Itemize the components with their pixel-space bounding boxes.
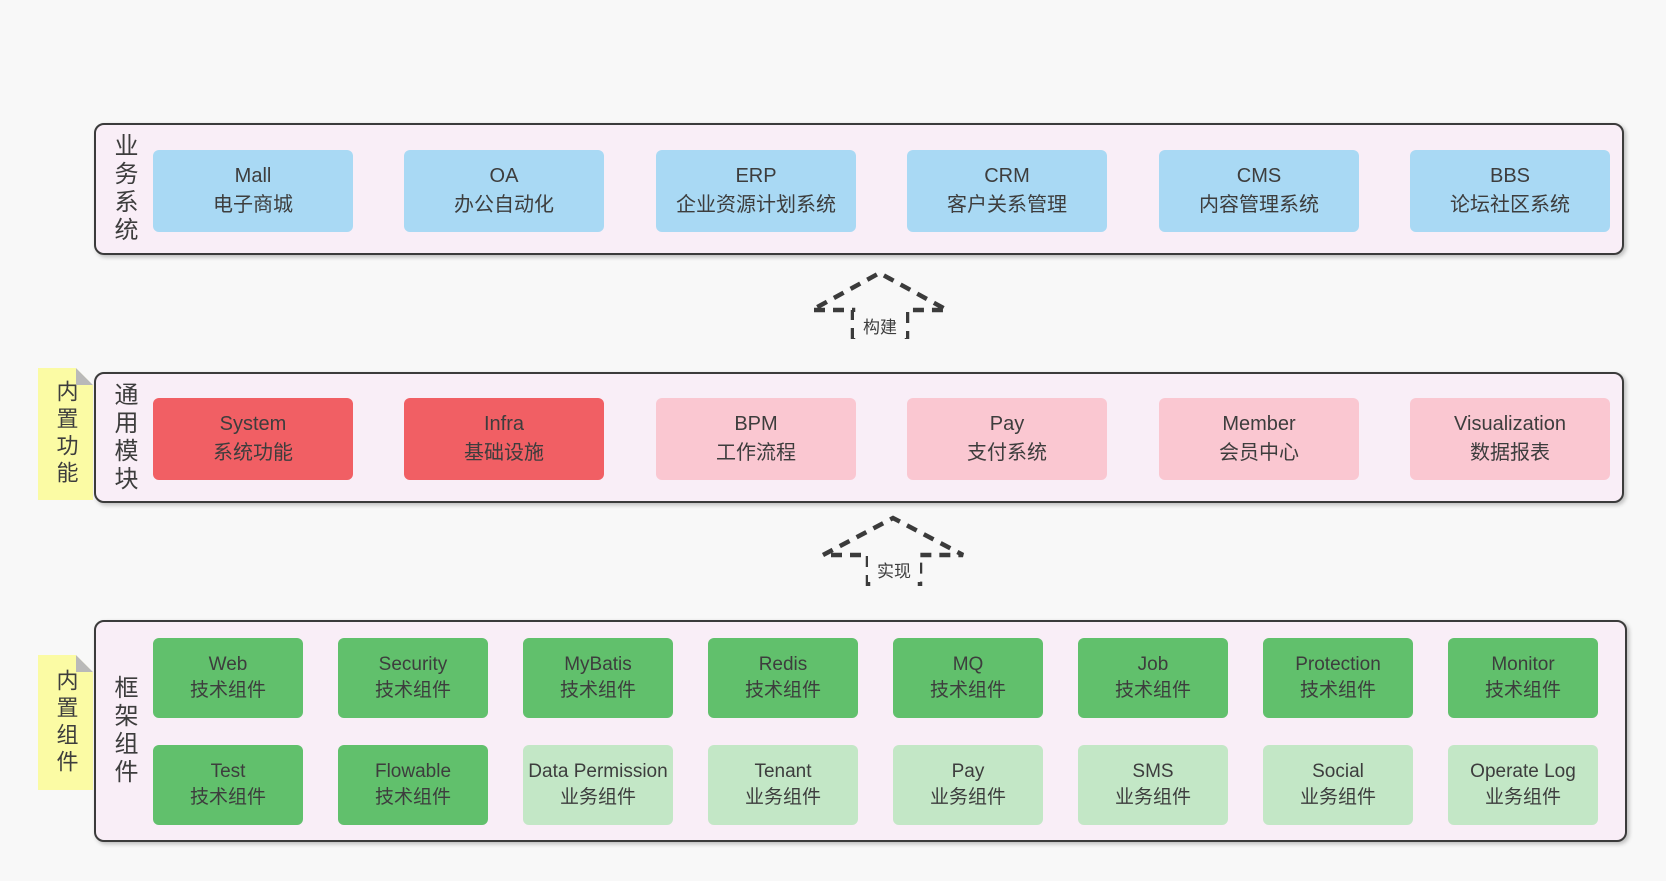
box-title: Mall bbox=[234, 165, 272, 187]
box-title: Social bbox=[1312, 761, 1364, 782]
box-subtitle: 业务组件 bbox=[929, 787, 1006, 808]
box-crm: CRM 客户关系管理 bbox=[907, 150, 1107, 232]
box-cms: CMS 内容管理系统 bbox=[1159, 150, 1359, 232]
section-label: 业务系统 bbox=[110, 133, 137, 245]
box-subtitle: 业务组件 bbox=[1484, 787, 1561, 808]
box-pay: Pay 支付系统 bbox=[907, 398, 1107, 480]
box-subtitle: 技术组件 bbox=[1299, 680, 1376, 701]
box-subtitle: 客户关系管理 bbox=[947, 194, 1067, 216]
box-subtitle: 业务组件 bbox=[1114, 787, 1191, 808]
box-subtitle: 技术组件 bbox=[744, 680, 821, 701]
box-subtitle: 内容管理系统 bbox=[1199, 194, 1319, 216]
box-title: Member bbox=[1222, 413, 1296, 435]
box-visualization: Visualization 数据报表 bbox=[1410, 398, 1610, 480]
box-subtitle: 业务组件 bbox=[559, 787, 636, 808]
arrow-label: 实现 bbox=[868, 556, 920, 582]
box-mall: Mall 电子商城 bbox=[153, 150, 353, 232]
box-title: Operate Log bbox=[1470, 761, 1576, 782]
box-operate-log: Operate Log 业务组件 bbox=[1448, 745, 1598, 825]
sticky-note-builtin-features: 内置功能 bbox=[38, 368, 93, 500]
box-title: Tenant bbox=[754, 761, 812, 782]
box-subtitle: 技术组件 bbox=[189, 680, 266, 701]
box-subtitle: 技术组件 bbox=[374, 787, 451, 808]
box-subtitle: 办公自动化 bbox=[454, 194, 554, 216]
box-subtitle: 技术组件 bbox=[559, 680, 636, 701]
box-mybatis: MyBatis 技术组件 bbox=[523, 638, 673, 718]
arrow-build-icon bbox=[810, 270, 949, 339]
box-pay-business: Pay 业务组件 bbox=[893, 745, 1043, 825]
box-title: Infra bbox=[483, 413, 525, 435]
box-subtitle: 电子商城 bbox=[213, 194, 293, 216]
box-subtitle: 会员中心 bbox=[1219, 442, 1299, 464]
sticky-note-builtin-components: 内置组件 bbox=[38, 655, 93, 790]
box-title: Protection bbox=[1295, 654, 1381, 675]
box-redis: Redis 技术组件 bbox=[708, 638, 858, 718]
box-title: System bbox=[219, 413, 287, 435]
section-label: 框架组件 bbox=[110, 675, 137, 787]
box-job: Job 技术组件 bbox=[1078, 638, 1228, 718]
section-label: 通用模块 bbox=[110, 381, 137, 494]
box-title: BBS bbox=[1489, 165, 1531, 187]
box-security: Security 技术组件 bbox=[338, 638, 488, 718]
box-title: SMS bbox=[1132, 761, 1174, 782]
box-social: Social 业务组件 bbox=[1263, 745, 1413, 825]
box-tenant: Tenant 业务组件 bbox=[708, 745, 858, 825]
box-bbs: BBS 论坛社区系统 bbox=[1410, 150, 1610, 232]
box-subtitle: 论坛社区系统 bbox=[1450, 194, 1570, 216]
box-title: CRM bbox=[984, 165, 1030, 187]
arrow-implement-icon bbox=[821, 515, 965, 586]
box-title: Test bbox=[210, 761, 246, 782]
box-subtitle: 数据报表 bbox=[1470, 442, 1550, 464]
box-title: MQ bbox=[952, 654, 984, 675]
box-title: Redis bbox=[758, 654, 808, 675]
box-subtitle: 业务组件 bbox=[744, 787, 821, 808]
box-subtitle: 支付系统 bbox=[967, 442, 1047, 464]
box-subtitle: 业务组件 bbox=[1299, 787, 1376, 808]
box-flowable: Flowable 技术组件 bbox=[338, 745, 488, 825]
box-title: Data Permission bbox=[528, 761, 668, 782]
box-title: MyBatis bbox=[564, 654, 632, 675]
box-subtitle: 技术组件 bbox=[374, 680, 451, 701]
box-protection: Protection 技术组件 bbox=[1263, 638, 1413, 718]
box-subtitle: 技术组件 bbox=[929, 680, 1006, 701]
box-subtitle: 基础设施 bbox=[464, 442, 544, 464]
box-title: Flowable bbox=[374, 761, 452, 782]
box-system: System 系统功能 bbox=[153, 398, 353, 480]
box-title: Security bbox=[378, 654, 448, 675]
box-subtitle: 技术组件 bbox=[189, 787, 266, 808]
box-subtitle: 技术组件 bbox=[1114, 680, 1191, 701]
box-title: ERP bbox=[735, 165, 777, 187]
box-subtitle: 企业资源计划系统 bbox=[676, 194, 836, 216]
box-title: Monitor bbox=[1491, 654, 1555, 675]
box-web: Web 技术组件 bbox=[153, 638, 303, 718]
box-title: Pay bbox=[951, 761, 985, 782]
box-title: CMS bbox=[1236, 165, 1282, 187]
section-common-modules: 通用模块 bbox=[94, 372, 1624, 503]
box-oa: OA 办公自动化 bbox=[404, 150, 604, 232]
box-title: Job bbox=[1137, 654, 1169, 675]
box-sms: SMS 业务组件 bbox=[1078, 745, 1228, 825]
box-data-permission: Data Permission 业务组件 bbox=[523, 745, 673, 825]
sticky-note-text: 内置组件 bbox=[53, 668, 79, 777]
box-title: Visualization bbox=[1454, 413, 1566, 435]
arrow-label: 构建 bbox=[854, 312, 906, 338]
box-monitor: Monitor 技术组件 bbox=[1448, 638, 1598, 718]
box-subtitle: 系统功能 bbox=[213, 442, 293, 464]
box-bpm: BPM 工作流程 bbox=[656, 398, 856, 480]
box-subtitle: 技术组件 bbox=[1484, 680, 1561, 701]
box-mq: MQ 技术组件 bbox=[893, 638, 1043, 718]
box-title: BPM bbox=[734, 413, 778, 435]
box-test: Test 技术组件 bbox=[153, 745, 303, 825]
box-erp: ERP 企业资源计划系统 bbox=[656, 150, 856, 232]
box-subtitle: 工作流程 bbox=[716, 442, 796, 464]
box-member: Member 会员中心 bbox=[1159, 398, 1359, 480]
box-title: OA bbox=[489, 165, 519, 187]
sticky-note-text: 内置功能 bbox=[53, 380, 79, 488]
box-infra: Infra 基础设施 bbox=[404, 398, 604, 480]
box-title: Pay bbox=[989, 413, 1025, 435]
box-title: Web bbox=[208, 654, 248, 675]
